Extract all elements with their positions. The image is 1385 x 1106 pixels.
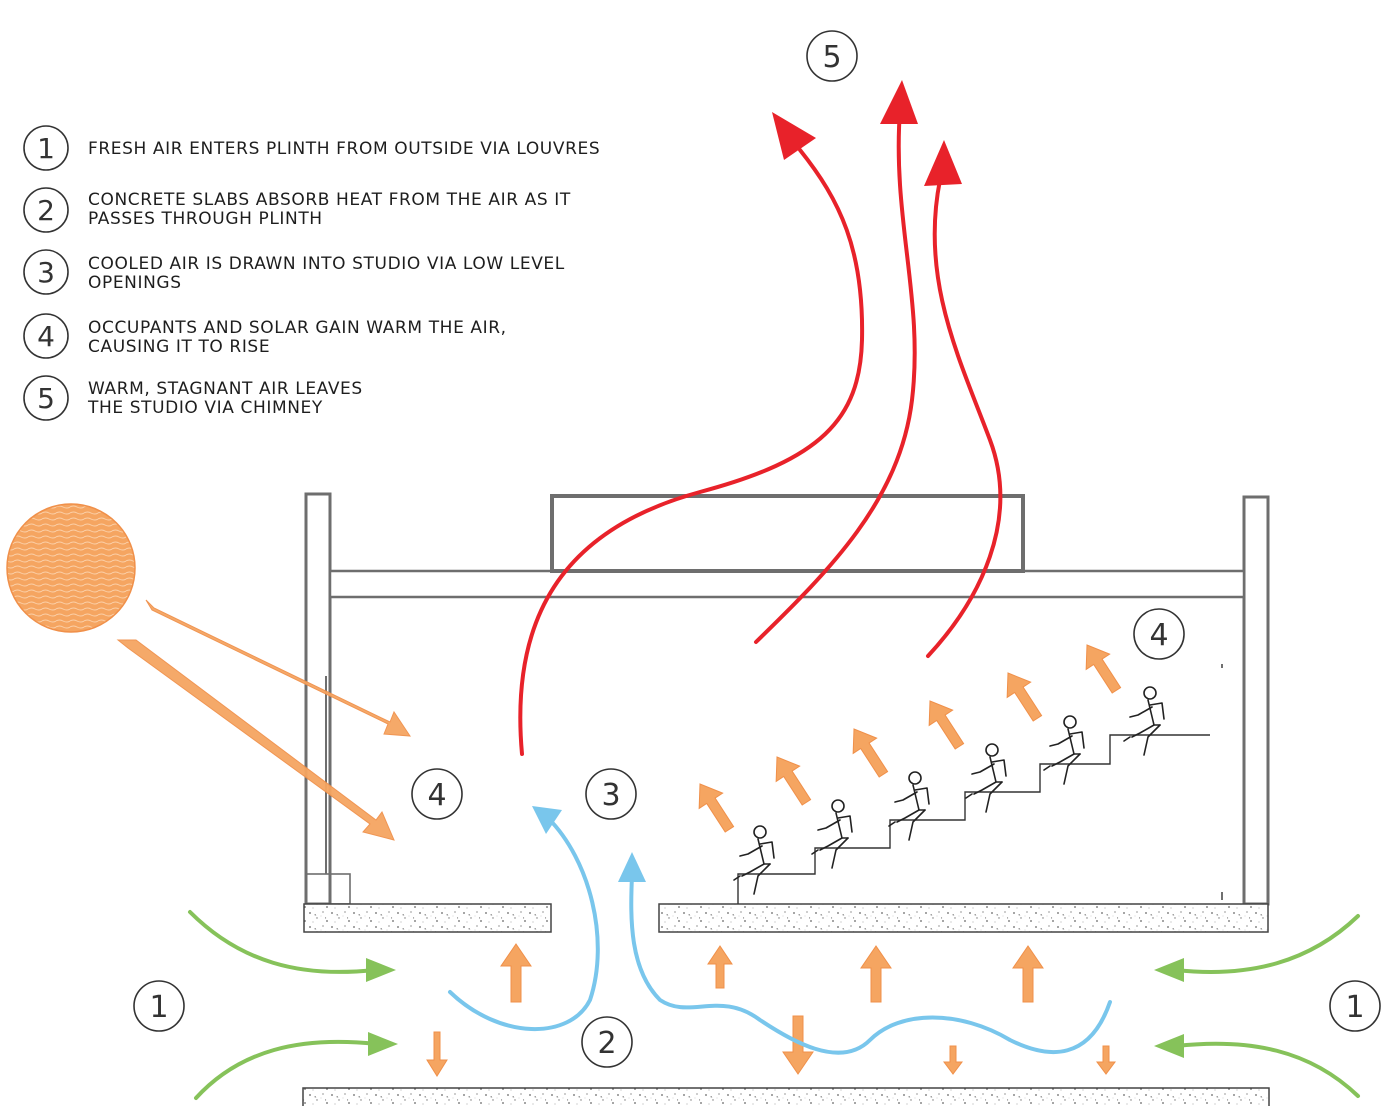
plinth-heat-arrows [426,943,1116,1077]
legend-item-1: 1 FRESH AIR ENTERS PLINTH FROM OUTSIDE V… [23,125,600,171]
legend-text: FRESH AIR ENTERS PLINTH FROM OUTSIDE VIA… [88,139,600,159]
marker-cooled-air-inlet: 3 [585,768,637,820]
legend-item-5: 5 WARM, STAGNANT AIR LEAVES THE STUDIO V… [23,375,363,421]
fresh-air-path-left-upper [188,910,376,974]
plinth-slab [302,1087,1270,1106]
marker-number: 5 [822,40,841,75]
fresh-air-arrowhead-icon [368,1032,398,1056]
legend-number: 1 [37,132,55,165]
floor-slab-left [303,903,552,933]
heat-arrow-down-icon [943,1045,963,1075]
heat-arrow-down-icon [426,1031,448,1077]
floor-slab-right [658,903,1269,933]
building-structure [304,492,1270,906]
heat-arrow-up-icon [698,783,735,833]
cool-air-path-right [629,874,1112,1055]
right-column [1242,495,1270,906]
seated-person-icon [1043,715,1085,785]
warm-air-arrowhead-icon [924,140,962,186]
warm-air-path-3 [926,178,1003,658]
solar-ray-arrow-icon [116,639,395,841]
warm-air-path-1 [518,148,865,756]
cool-air-path-left [448,816,600,1031]
heat-arrow-up-icon [1085,644,1122,694]
fresh-air-arrowhead-icon [1154,1034,1184,1058]
seated-person-icon [811,799,853,869]
heat-arrow-up-icon [852,728,889,778]
fresh-air-arrowhead-icon [1154,958,1184,982]
heat-arrow-down-icon [1096,1045,1116,1075]
legend-number: 2 [37,194,55,227]
marker-number: 4 [427,778,446,813]
cool-air-arrowhead-icon [532,806,562,834]
solar-rays [116,599,411,841]
marker-solar-gain: 4 [411,768,463,820]
legend-text: CAUSING IT TO RISE [88,337,270,357]
cool-air-flows [448,806,1112,1055]
marker-number: 4 [1149,618,1168,653]
heat-rising-arrows [698,644,1122,833]
legend-text: OCCUPANTS AND SOLAR GAIN WARM THE AIR, [88,318,507,338]
warm-air-arrowhead-icon [772,112,816,160]
fresh-air-path-right-lower [1174,1041,1360,1098]
warm-air-path-2 [754,108,917,644]
roof-slab [328,569,1246,599]
marker-plinth: 2 [581,1016,633,1068]
seated-person-icon [965,743,1007,813]
legend-text: COOLED AIR IS DRAWN INTO STUDIO VIA LOW … [88,254,565,274]
diagram-markers: 4 3 4 2 1 1 [133,608,1381,1068]
seated-person-icon [888,771,930,841]
marker-chimney-outlet: 5 [806,30,858,82]
legend-number: 3 [37,256,55,289]
stepped-seating [737,664,1223,904]
legend-text: CONCRETE SLABS ABSORB HEAT FROM THE AIR … [88,190,571,210]
seated-person-icon [733,825,775,895]
floor-slabs [302,903,1270,1106]
legend-number: 5 [37,382,55,415]
solar-ray-arrow-icon [145,599,411,737]
heat-arrow-down-icon [782,1015,814,1075]
marker-number: 2 [597,1026,616,1061]
legend-item-4: 4 OCCUPANTS AND SOLAR GAIN WARM THE AIR,… [23,313,507,359]
marker-number: 1 [1345,990,1364,1025]
marker-number: 3 [601,778,620,813]
warm-air-flows [518,80,1003,756]
heat-arrow-up-icon [1012,945,1044,1003]
heat-arrow-up-icon [707,945,733,989]
legend-item-2: 2 CONCRETE SLABS ABSORB HEAT FROM THE AI… [23,187,571,233]
heat-arrow-up-icon [860,945,892,1003]
fresh-air-path-left-lower [194,1039,378,1100]
heat-arrow-up-icon [1006,672,1043,722]
legend-number: 4 [37,320,55,353]
legend: 1 FRESH AIR ENTERS PLINTH FROM OUTSIDE V… [23,125,600,421]
fresh-air-flows [188,910,1360,1100]
legend-text: THE STUDIO VIA CHIMNEY [87,398,323,418]
heat-arrow-up-icon [928,700,965,750]
chimney-box [550,494,1025,573]
cool-air-arrowhead-icon [618,852,646,882]
marker-occupant-gain: 4 [1133,608,1185,660]
heat-arrow-up-icon [775,756,812,806]
heat-arrow-up-icon [500,943,532,1003]
legend-item-3: 3 COOLED AIR IS DRAWN INTO STUDIO VIA LO… [23,249,565,295]
fresh-air-path-right-upper [1174,914,1360,974]
sun-icon [6,503,136,633]
legend-text: WARM, STAGNANT AIR LEAVES [88,379,363,399]
occupants [733,686,1165,895]
marker-number: 1 [149,990,168,1025]
legend-text: PASSES THROUGH PLINTH [88,209,323,229]
warm-air-arrowhead-icon [880,80,918,124]
marker-fresh-air-right: 1 [1329,980,1381,1032]
marker-fresh-air-left: 1 [133,980,185,1032]
legend-text: OPENINGS [88,273,182,293]
fresh-air-arrowhead-icon [366,958,396,982]
seated-person-icon [1123,686,1165,756]
